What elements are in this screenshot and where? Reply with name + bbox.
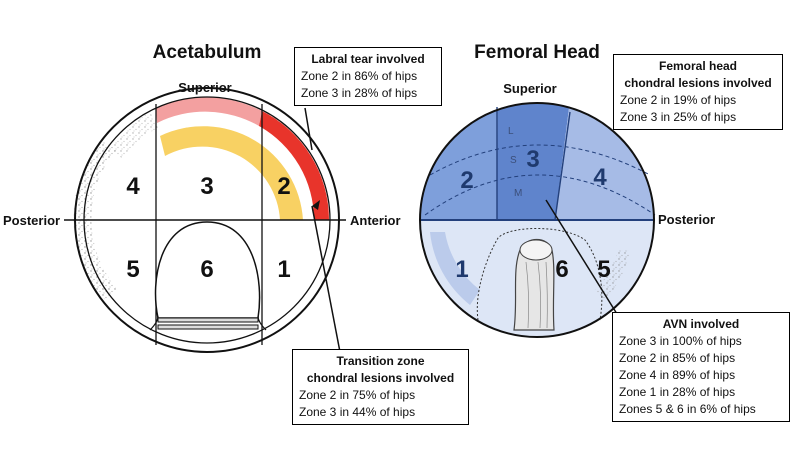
acetabulum-diagram bbox=[64, 87, 346, 353]
femoral-heading-1: Femoral head bbox=[658, 59, 738, 73]
avn-line-3: Zone 4 in 89% of hips bbox=[619, 368, 736, 382]
transition-zone-callout: Transition zone chondral lesions involve… bbox=[292, 349, 469, 425]
avn-line-1: Zone 3 in 100% of hips bbox=[619, 334, 742, 348]
acetabulum-zone-6: 6 bbox=[200, 256, 213, 283]
labral-leader-line bbox=[304, 107, 313, 151]
femoral-zone-3-fill bbox=[497, 103, 570, 220]
acetabulum-zone-3: 3 bbox=[200, 173, 213, 200]
femoral-neck-top bbox=[519, 239, 553, 261]
transition-line-2: Zone 3 in 44% of hips bbox=[299, 405, 416, 419]
femoral-zone-5: 5 bbox=[597, 256, 610, 283]
femoral-divider-right bbox=[554, 111, 571, 221]
femoral-head-title: Femoral Head bbox=[474, 42, 600, 63]
femoral-dashed-arc-2 bbox=[424, 174, 656, 216]
acetabulum-zone-5: 5 bbox=[126, 256, 139, 283]
labral-tear-line-2: Zone 3 in 28% of hips bbox=[301, 86, 418, 100]
femoral-chondral-callout: Femoral head chondral lesions involved Z… bbox=[613, 54, 783, 130]
acetabulum-posterior-label: Posterior bbox=[3, 213, 60, 228]
ligament-ends bbox=[149, 315, 267, 331]
femoral-posterior-label: Posterior bbox=[658, 212, 715, 227]
stippled-rim-top bbox=[110, 112, 158, 158]
femoral-neck-outline bbox=[476, 228, 603, 321]
femoral-lower-right-stipple bbox=[595, 250, 630, 300]
femoral-superior-label: Superior bbox=[503, 81, 556, 96]
femoral-zone-3: 3 bbox=[526, 146, 539, 173]
transition-arrowhead bbox=[312, 200, 320, 210]
stippled-rim-left bbox=[73, 140, 118, 300]
avn-leader-line bbox=[545, 199, 623, 323]
transverse-ligament-bar-2 bbox=[157, 324, 259, 330]
avn-line-4: Zone 1 in 28% of hips bbox=[619, 385, 736, 399]
avn-line-2: Zone 2 in 85% of hips bbox=[619, 351, 736, 365]
femoral-zone-6: 6 bbox=[555, 256, 568, 283]
femoral-lower-left-shade bbox=[430, 232, 480, 305]
acetabulum-zone-4: 4 bbox=[126, 173, 140, 200]
transition-zone-band bbox=[160, 126, 303, 220]
femoral-line-1: Zone 2 in 19% of hips bbox=[620, 93, 737, 107]
femoral-zone-2-fill bbox=[420, 103, 500, 220]
labral-tear-line-1: Zone 2 in 86% of hips bbox=[301, 69, 418, 83]
femoral-neck bbox=[513, 238, 555, 331]
avn-callout: AVN involved Zone 3 in 100% of hips Zone… bbox=[612, 312, 790, 422]
labral-red-band bbox=[259, 111, 330, 220]
transverse-ligament-bar-1 bbox=[157, 317, 259, 323]
acetabulum-zone-1: 1 bbox=[277, 256, 290, 283]
avn-heading: AVN involved bbox=[662, 317, 740, 331]
femoral-sublabel-m: M bbox=[514, 188, 522, 199]
labral-pink-band bbox=[156, 97, 262, 126]
transition-heading-1: Transition zone bbox=[336, 354, 425, 368]
labral-tear-callout: Labral tear involved Zone 2 in 86% of hi… bbox=[294, 47, 442, 106]
femoral-sublabel-l: L bbox=[508, 126, 514, 137]
femoral-zone-4: 4 bbox=[593, 164, 607, 191]
transition-leader-line bbox=[311, 205, 341, 353]
femoral-zone-2: 2 bbox=[460, 167, 473, 194]
acetabulum-title: Acetabulum bbox=[153, 42, 262, 63]
avn-line-5: Zones 5 & 6 in 6% of hips bbox=[619, 402, 756, 416]
acetabulum-zone-2: 2 bbox=[277, 173, 290, 200]
labral-tear-heading: Labral tear involved bbox=[311, 52, 425, 66]
femoral-zone-1: 1 bbox=[455, 256, 468, 283]
femoral-line-2: Zone 3 in 25% of hips bbox=[620, 110, 737, 124]
acetabular-fossa bbox=[154, 221, 261, 319]
femoral-dashed-arc-1 bbox=[429, 144, 651, 176]
transition-line-1: Zone 2 in 75% of hips bbox=[299, 388, 416, 402]
femoral-outer-circle bbox=[419, 102, 655, 338]
transition-heading-2: chondral lesions involved bbox=[306, 371, 455, 385]
femoral-head-diagram bbox=[419, 102, 656, 338]
femoral-neck-lines bbox=[525, 261, 548, 329]
femoral-heading-2: chondral lesions involved bbox=[624, 76, 772, 90]
femoral-sublabel-s: S bbox=[510, 155, 517, 166]
acetabulum-anterior-label: Anterior bbox=[350, 213, 401, 228]
